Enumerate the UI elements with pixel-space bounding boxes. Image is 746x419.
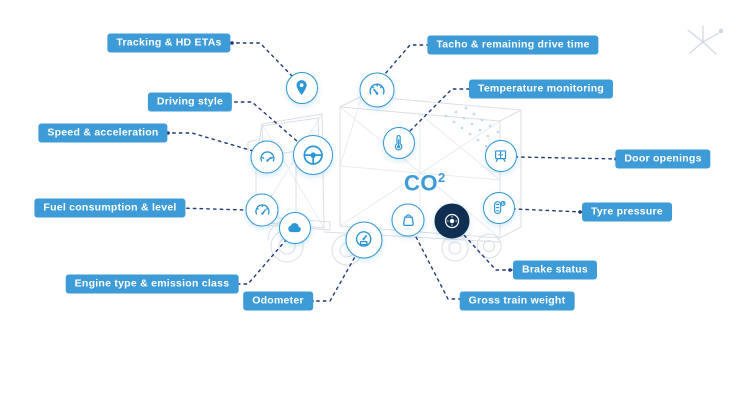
fuel-gauge-icon <box>245 193 279 227</box>
tyre-pressure-icon <box>483 192 515 224</box>
thermometer-icon <box>383 127 415 159</box>
feature-label-speed: Speed & acceleration <box>38 123 168 143</box>
speedometer-icon <box>250 140 284 174</box>
steering-wheel-icon <box>293 135 333 175</box>
feature-label-tracking: Tracking & HD ETAs <box>107 33 231 53</box>
feature-label-engine: Engine type & emission class <box>65 274 239 294</box>
emission-cloud-icon <box>279 212 311 244</box>
feature-label-brake-status: Brake status <box>512 260 598 280</box>
feature-label-odometer: Odometer <box>243 291 313 311</box>
feature-label-temperature: Temperature monitoring <box>468 79 614 99</box>
brake-disc-icon <box>434 203 470 239</box>
feature-label-tacho: Tacho & remaining drive time <box>427 35 599 55</box>
trailer-door-icon <box>485 140 517 172</box>
weight-icon <box>391 203 425 237</box>
feature-label-door-openings: Door openings <box>615 149 711 169</box>
feature-label-tyre-pressure: Tyre pressure <box>582 202 672 222</box>
feature-label-driving-style: Driving style <box>147 92 233 112</box>
co2-emissions-text: CO2 <box>404 170 446 196</box>
feature-label-fuel: Fuel consumption & level <box>34 198 186 218</box>
feature-label-gross-train-weight: Gross train weight <box>459 291 575 311</box>
odometer-icon <box>345 221 383 259</box>
tachograph-icon <box>359 72 395 108</box>
sparkle-decoration <box>687 25 724 55</box>
location-pin-icon <box>286 72 318 104</box>
